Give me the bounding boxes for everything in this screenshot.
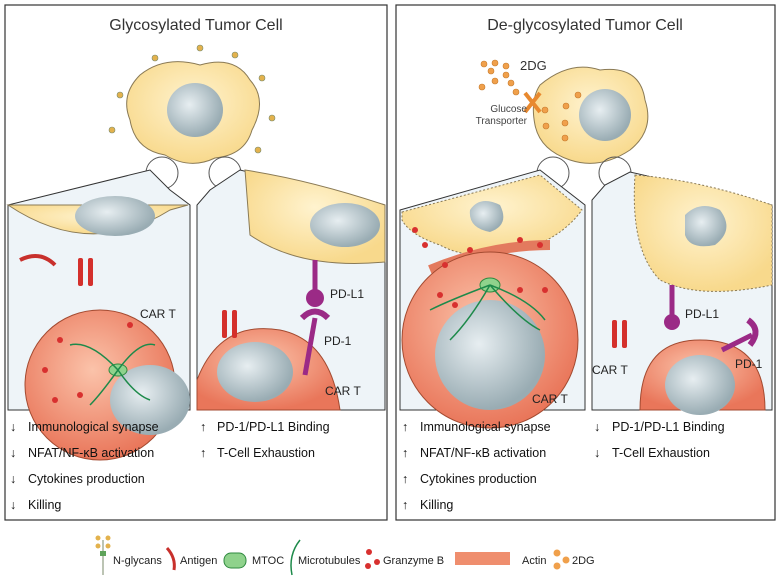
svg-text:Immunological synapse: Immunological synapse xyxy=(420,420,551,434)
svg-text:↓: ↓ xyxy=(594,420,600,434)
svg-text:↓: ↓ xyxy=(10,446,16,460)
left-effects-1: ↓ Immunological synapse ↓ NFAT/NF-κB activ… xyxy=(10,420,159,512)
svg-text:T-Cell Exhaustion: T-Cell Exhaustion xyxy=(217,446,315,460)
legend-label: Antigen xyxy=(180,555,217,567)
pd-1 xyxy=(720,332,754,353)
svg-text:↓: ↓ xyxy=(10,472,16,486)
n-glycans-top xyxy=(108,44,276,154)
svg-text:PD-1/PD-L1 Binding: PD-1/PD-L1 Binding xyxy=(612,420,725,434)
svg-text:NFAT/NF-κB activation: NFAT/NF-κB activation xyxy=(420,446,546,460)
right-effects-1: ↑ Immunological synapse ↑ NFAT/NF-κB activ… xyxy=(402,420,551,512)
svg-text:↑: ↑ xyxy=(200,446,206,460)
svg-text:NFAT/NF-κB activation: NFAT/NF-κB activation xyxy=(28,446,154,460)
legend: N-glycans Antigen MTOC Microtubules Gran… xyxy=(95,535,595,576)
microtubule-icon xyxy=(290,539,301,576)
svg-text:↓: ↓ xyxy=(10,498,16,512)
left-effects-2: ↑ PD-1/PD-L1 Binding ↑ T-Cell Exhaustion xyxy=(200,420,330,460)
car-t-label: CAR T xyxy=(592,363,628,377)
pd-1 xyxy=(302,317,318,376)
svg-text:↑: ↑ xyxy=(402,472,408,486)
right-panel-title: De-glycosylated Tumor Cell xyxy=(487,17,683,34)
nucleus xyxy=(167,83,223,137)
legend-label: Microtubules xyxy=(298,555,361,567)
legend-label: MTOC xyxy=(252,555,284,567)
car-t-label: CAR T xyxy=(140,307,176,321)
svg-text:↓: ↓ xyxy=(594,446,600,460)
car-t-label: CAR T xyxy=(325,384,361,398)
svg-text:PD-1/PD-L1 Binding: PD-1/PD-L1 Binding xyxy=(217,420,330,434)
legend-label: 2DG xyxy=(572,555,595,567)
svg-text:↑: ↑ xyxy=(402,446,408,460)
svg-text:Cytokines production: Cytokines production xyxy=(28,472,145,486)
svg-text:↑: ↑ xyxy=(402,498,408,512)
svg-text:↑: ↑ xyxy=(402,420,408,434)
right-effects-2: ↓ PD-1/PD-L1 Binding ↓ T-Cell Exhaustion xyxy=(594,420,725,460)
antigen-icon xyxy=(165,546,176,571)
glucose-label: Glucose xyxy=(490,104,527,115)
mtoc-icon xyxy=(223,552,247,569)
legend-label: N-glycans xyxy=(113,555,162,567)
car-t-label: CAR T xyxy=(532,392,568,406)
pd-l1 xyxy=(664,314,680,330)
pd-l1-label: PD-L1 xyxy=(685,307,719,321)
legend-label: Granzyme B xyxy=(383,555,444,567)
pd-1-label: PD-1 xyxy=(735,357,763,371)
svg-text:T-Cell Exhaustion: T-Cell Exhaustion xyxy=(612,446,710,460)
pd-l1-label: PD-L1 xyxy=(330,287,364,301)
left-panel-title: Glycosylated Tumor Cell xyxy=(109,17,282,34)
svg-text:Killing: Killing xyxy=(28,498,61,512)
glucose-transporter xyxy=(523,91,542,114)
legend-label: Actin xyxy=(522,555,546,567)
transporter-label: Transporter xyxy=(476,116,528,127)
granzyme-icon xyxy=(365,549,380,569)
svg-text:↓: ↓ xyxy=(10,420,16,434)
antigen xyxy=(19,254,57,267)
svg-text:Killing: Killing xyxy=(420,498,453,512)
n-glycan-icon xyxy=(95,535,111,575)
pd-l1 xyxy=(306,289,324,307)
left-panel: Glycosylated Tumor Cell CAR T PD-L1 PD-1 xyxy=(4,4,388,521)
svg-text:Cytokines production: Cytokines production xyxy=(420,472,537,486)
right-panel: De-glycosylated Tumor Cell 2DG Glucose T… xyxy=(395,4,776,521)
svg-text:↑: ↑ xyxy=(200,420,206,434)
2dg-label: 2DG xyxy=(520,58,547,73)
pd-1-label: PD-1 xyxy=(324,334,352,348)
actin-icon xyxy=(455,552,510,565)
svg-text:Immunological synapse: Immunological synapse xyxy=(28,420,159,434)
2dg-icon xyxy=(553,549,570,570)
2dg-molecules xyxy=(478,59,582,142)
